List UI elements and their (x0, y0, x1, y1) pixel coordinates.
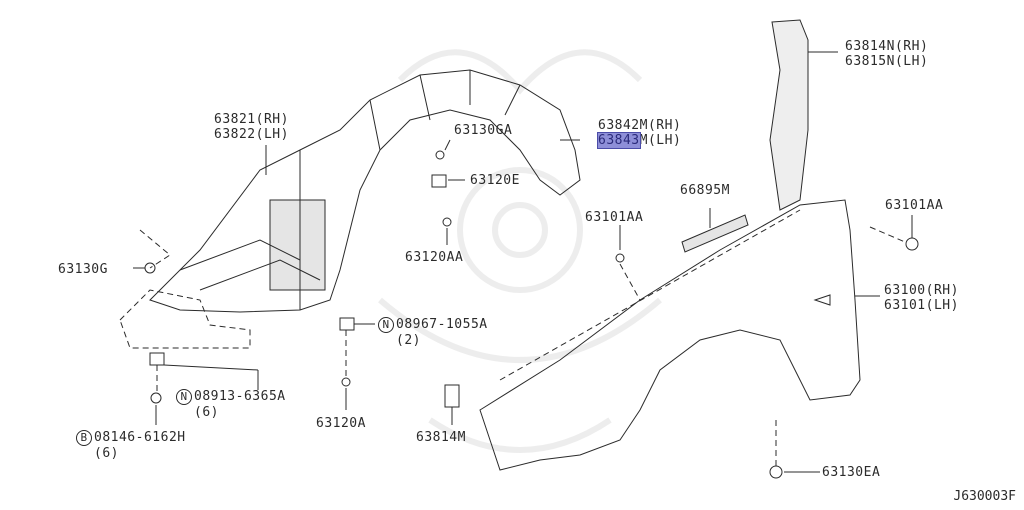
label-63814N[interactable]: 63814N(RH)63815N(LH) (845, 39, 928, 69)
label-66895M[interactable]: 66895M (680, 183, 730, 198)
label-63814M[interactable]: 63814M (416, 430, 466, 445)
label-line: 63130EA (822, 465, 881, 480)
label-line: 63814M (416, 430, 466, 445)
label-line: 63130GA (454, 123, 513, 138)
label-63821[interactable]: 63821(RH)63822(LH) (214, 112, 289, 142)
watermark-emblem (380, 52, 660, 450)
label-line: 63101AA (885, 198, 944, 213)
label-line: 63120A (316, 416, 366, 431)
label-line: 08913-6365A (194, 389, 286, 404)
seal-strip-drawing (770, 20, 808, 210)
b-circle-icon: B (76, 430, 92, 446)
label-63100[interactable]: 63100(RH)63101(LH) (884, 283, 959, 313)
label-63120AA[interactable]: 63120AA (405, 250, 463, 265)
label-63130G[interactable]: 63130G (58, 262, 108, 277)
label-line: 63814N(RH) (845, 39, 929, 54)
label-63130EA[interactable]: 63130EA (822, 465, 880, 480)
label-line: 63130G (58, 262, 108, 277)
n-circle-icon: N (378, 317, 394, 333)
label-line: 63101(LH) (884, 298, 959, 313)
label-63101AA-right[interactable]: 63101AA (885, 198, 943, 213)
label-line: 08967-1055A (396, 317, 488, 332)
diagram-code: J630003F (953, 489, 1016, 504)
label-63120A[interactable]: 63120A (316, 416, 366, 431)
quantity: (6) (94, 446, 119, 461)
fender-drawing (480, 200, 860, 470)
label-line: 63120E (470, 173, 520, 188)
label-line: 63815N(LH) (845, 54, 929, 69)
fender-liner-drawing (150, 70, 580, 312)
label-line: 66895M (680, 183, 730, 198)
quantity: (6) (194, 405, 219, 420)
quantity: (2) (396, 333, 421, 348)
label-63130GA[interactable]: 63130GA (454, 123, 512, 138)
leader-lines (120, 52, 912, 472)
label-63120E[interactable]: 63120E (470, 173, 520, 188)
label-line: 63100(RH) (884, 283, 959, 298)
fasteners (145, 151, 918, 478)
label-line: 63821(RH) (214, 112, 289, 127)
label-line: 08146-6162H (94, 430, 186, 445)
label-line: 63101AA (585, 210, 644, 225)
label-line: 63822(LH) (214, 127, 289, 142)
label-line: M(LH) (639, 133, 682, 148)
label-line: 63120AA (405, 250, 464, 265)
n-circle-icon: N (176, 389, 192, 405)
label-63101AA-left[interactable]: 63101AA (585, 210, 643, 225)
highlighted-part-number[interactable]: 63843 (597, 132, 641, 149)
label-63842M[interactable]: 63842M(RH)63843M(LH) (597, 118, 682, 149)
label-line: 63842M(RH) (598, 118, 682, 133)
